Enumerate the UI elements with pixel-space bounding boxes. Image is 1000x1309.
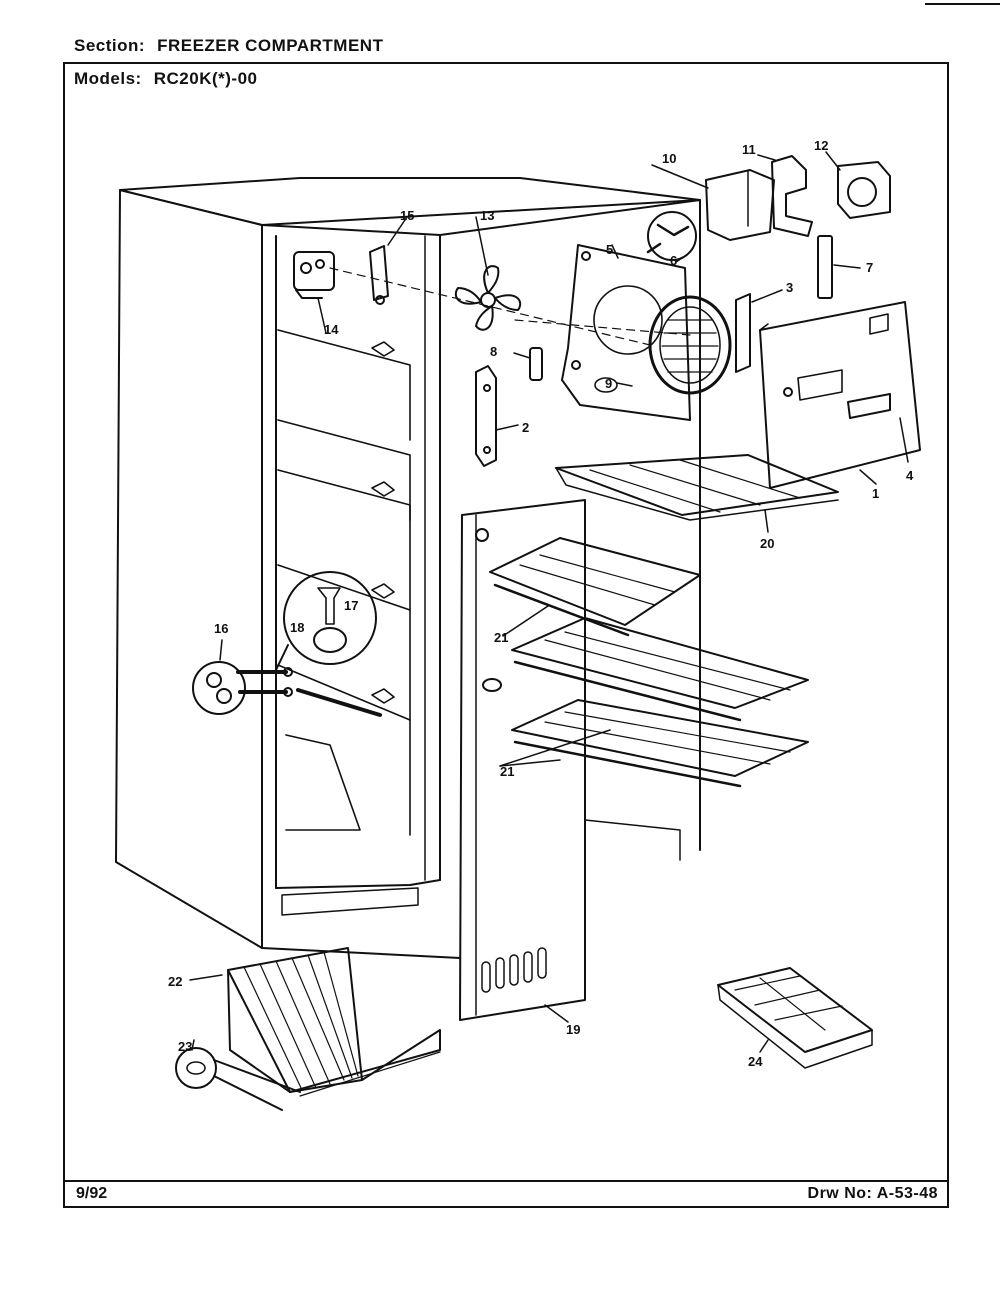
footer-date: 9/92 (76, 1185, 108, 1202)
bracket-part-3 (735, 293, 751, 373)
callout-10: 10 (662, 151, 676, 166)
freezer-cabinet (115, 177, 701, 959)
callout-4: 4 (906, 468, 914, 483)
callout-2: 2 (522, 420, 529, 435)
callout-8: 8 (490, 344, 497, 359)
callout-21-upper: 21 (494, 630, 508, 645)
callout-20: 20 (760, 536, 774, 551)
door-shelf-part-21-bottom (511, 699, 809, 788)
callout-leader-lines (189, 151, 909, 1053)
callout-21-lower: 21 (500, 764, 514, 779)
freezer-basket-part-22 (227, 947, 441, 1097)
thermostat-part (293, 251, 335, 299)
callout-9: 9 (605, 376, 612, 391)
fan-shroud-grille-part (648, 295, 732, 395)
corner-rule (925, 3, 1000, 5)
bracket-part-2 (475, 365, 497, 467)
callout-17: 17 (344, 598, 358, 613)
fan-motor-part (646, 211, 697, 261)
callout-23: 23 (178, 1039, 192, 1054)
shelf-support-detail-17-18 (275, 571, 377, 671)
control-knob-part-12 (837, 161, 891, 219)
basket-glide-part-23 (175, 1047, 301, 1111)
gasket-part-8 (529, 347, 543, 381)
door-shelf-part-21-middle (511, 617, 809, 722)
ice-tray-part-24 (717, 967, 873, 1069)
models-heading: Models: RC20K(*)-00 (74, 69, 257, 89)
callout-1: 1 (872, 486, 879, 501)
assembly-guide-lines (329, 267, 691, 346)
callout-6: 6 (670, 253, 677, 268)
callout-7: 7 (866, 260, 873, 275)
door-liner-part-19 (459, 499, 586, 1021)
callout-18: 18 (290, 620, 304, 635)
callout-22: 22 (168, 974, 182, 989)
screw-detail-16 (192, 661, 293, 715)
evaporator-panel-part-1 (759, 301, 921, 489)
callout-24: 24 (748, 1054, 763, 1069)
callout-15: 15 (400, 208, 414, 223)
section-label: Section: (74, 36, 146, 55)
evaporator-cover-part (561, 244, 691, 421)
drawing-frame (63, 62, 949, 1208)
callout-14: 14 (324, 322, 339, 337)
callout-numbers: 1 2 3 4 5 6 7 8 9 10 11 12 13 14 15 16 1… (168, 138, 914, 1069)
thermostat-bracket-part (369, 245, 389, 305)
upper-shelf-part-20 (555, 454, 839, 521)
door-shelf-part-21-top (489, 537, 701, 637)
models-label: Models: (74, 69, 142, 88)
cabinet-interior-ribs (277, 329, 411, 836)
spacer-part-7 (817, 235, 833, 299)
callout-19: 19 (566, 1022, 580, 1037)
label-part-4 (847, 393, 891, 419)
drawing-number: Drw No: A-53-48 (807, 1185, 938, 1202)
footer-rule (63, 1180, 949, 1182)
callout-11: 11 (742, 142, 756, 157)
callout-12: 12 (814, 138, 828, 153)
fan-blade-part (454, 265, 522, 331)
section-value: FREEZER COMPARTMENT (157, 36, 384, 55)
control-housing-part-10 (705, 169, 775, 241)
callout-16: 16 (214, 621, 228, 636)
models-value: RC20K(*)-00 (153, 69, 258, 88)
callout-5: 5 (606, 242, 613, 257)
callout-13: 13 (480, 208, 494, 223)
section-heading: Section: FREEZER COMPARTMENT (74, 36, 383, 56)
callout-3: 3 (786, 280, 793, 295)
control-bracket-part-11 (771, 155, 813, 237)
